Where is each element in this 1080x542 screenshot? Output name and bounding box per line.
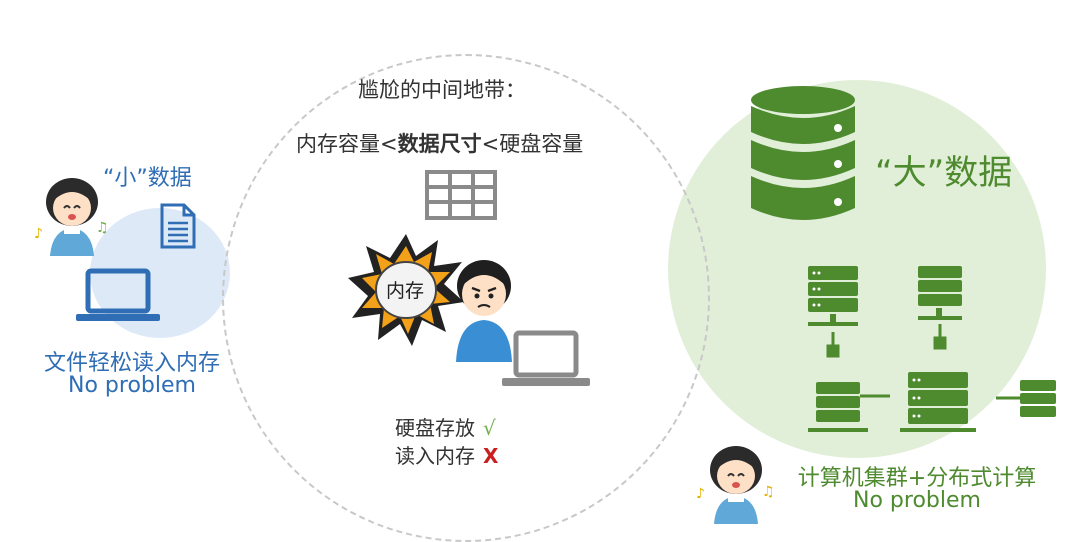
table-icon [425,170,497,220]
cable-icon [826,324,1020,400]
big-data-status: No problem [853,488,981,513]
size-suffix: <硬盘容量 [481,132,584,156]
big-data-caption: 计算机集群+分布式计算 [797,466,1037,491]
read-label: 读入内存 [395,444,475,468]
laptop-icon [502,330,590,386]
document-icon [160,203,196,249]
boy-avatar [456,260,512,362]
girl-avatar: ♪ ♫ [696,446,775,524]
cross-icon: X [483,444,499,468]
svg-text:♫: ♫ [762,484,775,500]
server-icon [808,382,868,432]
size-prefix: 内存容量< [296,132,398,156]
explosion-icon [348,234,464,346]
read-memory-row: 读入内存 X [395,440,498,469]
big-data-label: “大”数据 [875,153,1013,193]
memory-label: 内存 [386,280,425,302]
size-bold: 数据尺寸 [397,132,482,156]
server-cluster [808,266,1056,432]
small-data-label: “小”数据 [103,166,192,191]
laptop-icon [76,268,160,321]
check-icon: √ [483,416,496,440]
svg-text:♪: ♪ [34,226,43,242]
server-icon [918,266,962,320]
small-data-status: No problem [68,373,196,398]
disk-label: 硬盘存放 [395,416,475,440]
middle-title: 尴尬的中间地带： [358,78,526,102]
girl-avatar: ♪ ♫ [34,178,109,256]
svg-text:♫: ♫ [96,220,109,236]
database-icon [751,86,855,220]
small-data-caption: 文件轻松读入内存 [43,351,220,376]
server-icon [900,372,976,432]
svg-text:♪: ♪ [696,486,705,502]
size-relation: 内存容量<数据尺寸<硬盘容量 [296,128,583,158]
server-icon [1020,380,1056,417]
disk-storage-row: 硬盘存放 √ [395,412,496,441]
server-icon [808,266,858,326]
